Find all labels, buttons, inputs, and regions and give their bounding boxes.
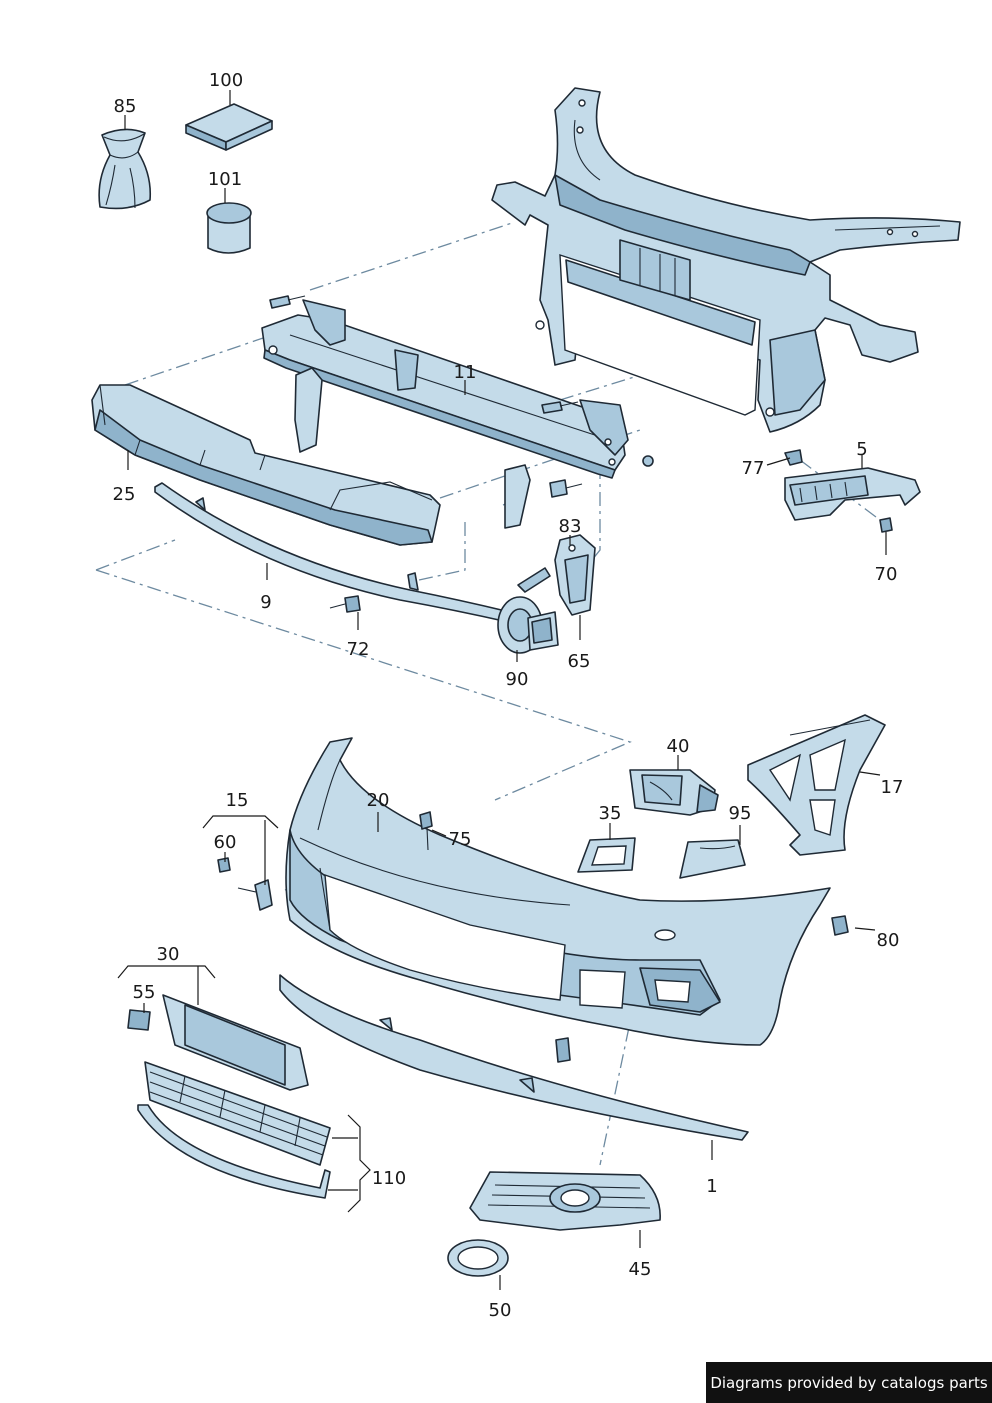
callout-15: 15 [226, 790, 249, 811]
part-72-rivet [329, 595, 361, 613]
part-11-impact-beam [261, 295, 654, 529]
callout-85: 85 [114, 96, 137, 117]
credit-badge[interactable]: Diagrams provided by catalogs parts [706, 1362, 992, 1403]
part-25-energy-absorber [91, 384, 441, 546]
part-17-side-bracket [747, 714, 886, 856]
leader-lines [117, 90, 887, 1290]
callout-55: 55 [133, 982, 156, 1003]
part-85-cover-bag [98, 128, 152, 210]
part-20-bumper-cover [285, 737, 831, 1046]
part-30-license-plate-base [127, 994, 309, 1091]
callout-17: 17 [881, 777, 904, 798]
callout-95: 95 [729, 803, 752, 824]
part-50-fog-light-ring [447, 1239, 509, 1277]
callout-40: 40 [667, 736, 690, 757]
credit-text: Diagrams provided by catalogs parts [710, 1373, 988, 1392]
part-15-60-clips [217, 857, 273, 911]
callout-50: 50 [489, 1300, 512, 1321]
callout-83: 83 [559, 516, 582, 537]
callout-25: 25 [113, 484, 136, 505]
callout-72: 72 [347, 639, 370, 660]
part-35-washer-frame [577, 837, 636, 873]
part-100-pad [185, 103, 273, 151]
part-101-cap [206, 202, 252, 254]
callout-80: 80 [877, 930, 900, 951]
part-110-grille [137, 1061, 331, 1199]
lock-carrier-front-end [491, 87, 961, 433]
callout-20: 20 [367, 790, 390, 811]
callout-30: 30 [157, 944, 180, 965]
part-40-sensor-holder [629, 769, 719, 816]
part-90-horn [497, 567, 559, 654]
callout-77: 77 [742, 458, 765, 479]
callout-90: 90 [506, 669, 529, 690]
callout-45: 45 [629, 1259, 652, 1280]
part-1-spoiler-lip [279, 974, 749, 1141]
callout-60: 60 [214, 832, 237, 853]
part-5-mount-bracket [784, 449, 921, 533]
callout-9: 9 [260, 592, 271, 613]
callout-1: 1 [706, 1176, 717, 1197]
callout-11: 11 [454, 362, 477, 383]
callout-101: 101 [208, 169, 242, 190]
callout-5: 5 [856, 439, 867, 460]
callout-65: 65 [568, 651, 591, 672]
callout-35: 35 [599, 803, 622, 824]
part-95-washer-cap [679, 839, 746, 879]
callout-labels: 85 100 101 11 25 9 72 83 90 65 77 5 70 4… [113, 70, 904, 1321]
callout-75: 75 [449, 829, 472, 850]
callout-70: 70 [875, 564, 898, 585]
callout-100: 100 [209, 70, 243, 91]
bumper-screws [419, 811, 849, 1063]
callout-110: 110 [372, 1168, 406, 1189]
part-45-fog-light-grille [469, 1171, 661, 1231]
part-65-83-bracket [554, 534, 596, 616]
